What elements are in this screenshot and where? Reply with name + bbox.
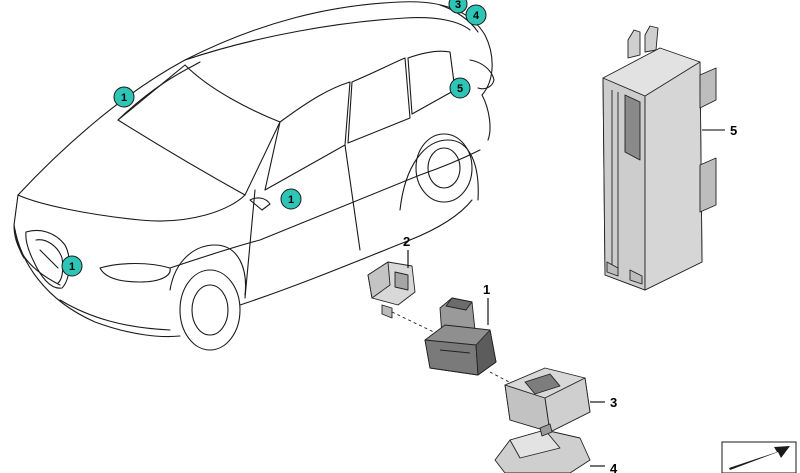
sheet-arrow-icon: [721, 441, 797, 473]
part-1-camera: [424, 297, 497, 376]
badge-1-grille: 1: [61, 255, 83, 277]
assembly-line-2-1: [391, 311, 441, 336]
badge-1-roof: 1: [113, 86, 135, 108]
part-5-control-module: [602, 25, 717, 291]
part-4-base-trim: [494, 423, 591, 473]
svg-text:3: 3: [455, 0, 461, 11]
callout-4: 4: [610, 461, 618, 473]
svg-text:5: 5: [457, 83, 463, 95]
badge-3-rear-top: 3: [448, 0, 468, 14]
svg-text:4: 4: [473, 10, 480, 22]
part-2-bracket: [367, 261, 416, 319]
assembly-line-1-3: [489, 371, 529, 393]
svg-text:1: 1: [288, 194, 294, 206]
callout-2: 2: [403, 234, 410, 249]
part-3-holder: [504, 367, 591, 433]
badge-1-windshield: 1: [280, 188, 302, 210]
callout-5: 5: [730, 123, 737, 138]
callout-1: 1: [483, 282, 490, 297]
callout-3: 3: [610, 395, 617, 410]
badge-4-rear-top: 4: [465, 4, 487, 26]
svg-text:1: 1: [69, 261, 75, 273]
svg-text:1: 1: [121, 92, 127, 104]
badge-5-rear-side: 5: [449, 77, 471, 99]
vehicle-outline: [13, 1, 495, 351]
